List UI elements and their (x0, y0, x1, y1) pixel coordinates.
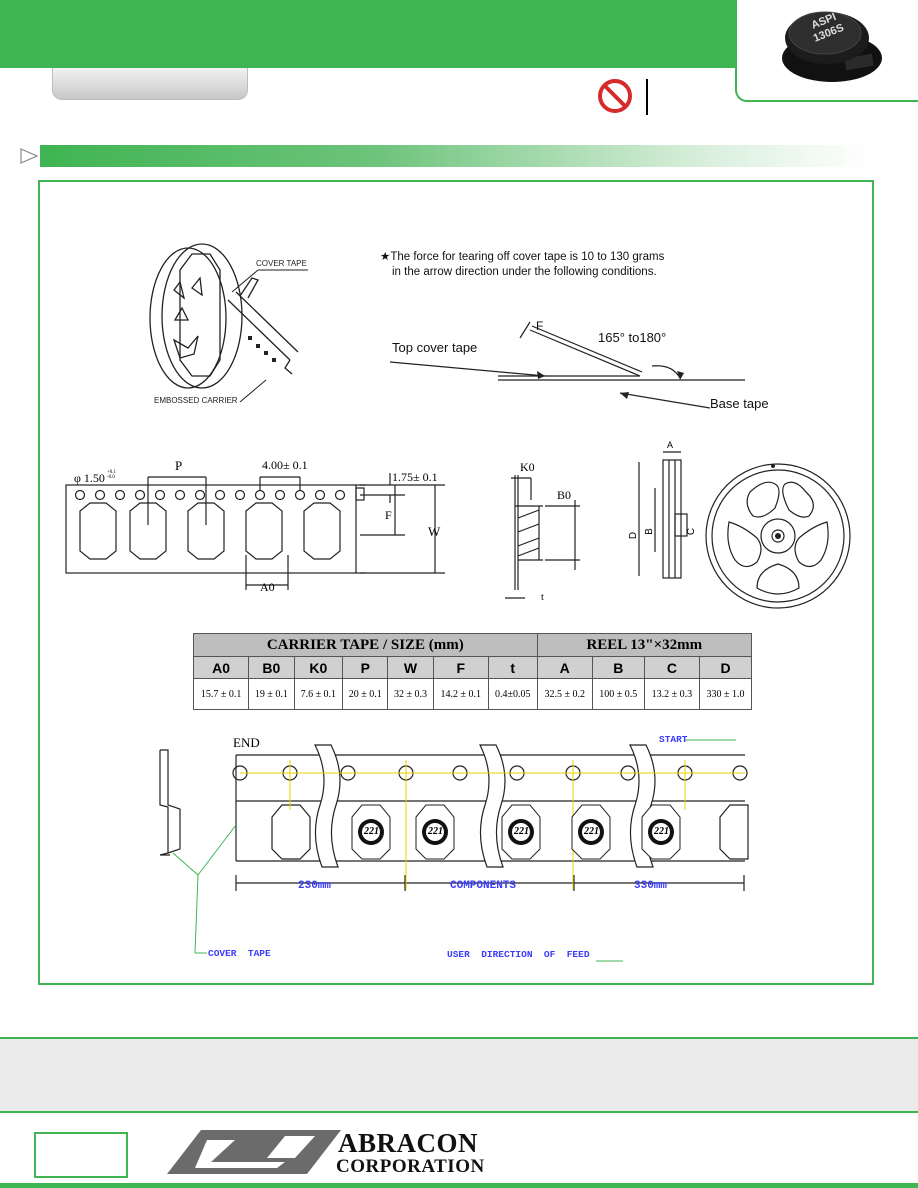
dim-edge: 1.75± 0.1 (392, 470, 438, 484)
table-cell: 7.6 ± 0.1 (293, 678, 344, 710)
reel-sketch (149, 243, 308, 403)
col-header: P (342, 656, 389, 679)
table-cell: 19 ± 0.1 (248, 678, 295, 710)
part-mark: 221 (514, 826, 529, 837)
no-entry-icon (596, 77, 652, 122)
table-cell: 20 ± 0.1 (342, 678, 389, 710)
product-image-panel: ASPI 1306S (735, 0, 918, 102)
footer-line (0, 1183, 918, 1188)
table-cell: 32 ± 0.3 (387, 678, 434, 710)
col-header: C (643, 656, 701, 679)
dim-b: B (643, 528, 655, 535)
dim-b0: B0 (557, 488, 572, 502)
inductor-product-image: ASPI 1306S (782, 11, 882, 82)
tape-profile-diagram (505, 475, 580, 599)
peel-angle-label: 165° to180° (598, 330, 667, 345)
dim-p0: 4.00± 0.1 (262, 458, 308, 472)
table-cell: 13.2 ± 0.3 (643, 678, 701, 710)
spec-table: CARRIER TAPE / SIZE (mm) REEL 13"×32mm A… (192, 633, 753, 710)
col-header: W (387, 656, 434, 679)
feed-left-length: 230mm (298, 880, 332, 892)
star-icon: ★ (380, 251, 391, 263)
feed-diagram (159, 739, 749, 962)
table-cell: 15.7 ± 0.1 (192, 678, 250, 710)
tape-f-label: F (536, 319, 544, 333)
col-header: B (591, 656, 645, 679)
part-mark: 221 (428, 826, 443, 837)
peel-note-line2: in the arrow direction under the followi… (392, 266, 657, 278)
feed-right-length: 330mm (634, 880, 668, 892)
table-cell: 14.2 ± 0.1 (432, 678, 489, 710)
dim-hole-tol-top: +0.1 (106, 470, 117, 475)
part-mark: 221 (654, 826, 669, 837)
dim-f: F (385, 508, 392, 522)
dim-p: P (175, 458, 183, 473)
dim-d: D (628, 531, 640, 540)
grey-tab (52, 68, 248, 100)
page-number-box (34, 1132, 128, 1178)
brand-corporation: CORPORATION (336, 1156, 485, 1177)
part-mark: 221 (364, 826, 379, 837)
col-header: B0 (248, 656, 295, 679)
table-cell: 0.4±0.05 (487, 678, 538, 710)
footer-band (0, 1037, 918, 1113)
dim-t: t (541, 592, 544, 603)
peel-angle-diagram (389, 321, 745, 409)
packaging-frame (38, 180, 874, 985)
reel-group-header: REEL 13"×32mm (536, 633, 753, 657)
feed-direction-label: USER DIRECTION OF FEED (447, 949, 590, 960)
cover-tape-callout: COVER TAPE (256, 259, 307, 268)
peel-note: ★The force for tearing off cover tape is… (380, 250, 664, 280)
section-header-bar (40, 145, 870, 167)
col-header: F (432, 656, 489, 679)
table-cell: 330 ± 1.0 (699, 678, 752, 710)
feed-end-label: END (233, 735, 260, 750)
table-cell: 100 ± 0.5 (591, 678, 645, 710)
feed-cover-tape-label: COVER TAPE (208, 948, 271, 959)
section-arrow-icon (18, 146, 40, 171)
dim-c: C (686, 527, 698, 536)
reel-drawing (638, 451, 851, 609)
col-header: D (699, 656, 752, 679)
brand-name: ABRACON (338, 1128, 479, 1158)
feed-start-label: START (659, 734, 688, 745)
col-header: t (487, 656, 538, 679)
dim-k0: K0 (520, 460, 535, 474)
dim-hole-tol-bot: -0.0 (106, 475, 115, 480)
base-tape-label: Base tape (710, 396, 769, 411)
header-bar (0, 0, 735, 68)
top-cover-tape-label: Top cover tape (392, 340, 478, 355)
table-cell: 32.5 ± 0.2 (536, 678, 593, 710)
dim-hole-value: φ 1.50 (74, 471, 105, 485)
abracon-logo-icon (167, 1130, 341, 1174)
col-header: K0 (293, 656, 344, 679)
dim-a0: A0 (260, 580, 275, 594)
dim-hole: φ 1.50+0.1-0.0 (74, 470, 116, 486)
feed-components-label: COMPONENTS (450, 880, 517, 892)
col-header: A (536, 656, 593, 679)
carrier-tape-diagram (65, 473, 445, 590)
carrier-tape-group-header: CARRIER TAPE / SIZE (mm) (193, 633, 538, 657)
dim-a: A (667, 440, 674, 450)
dim-w: W (428, 524, 441, 539)
col-header: A0 (192, 656, 250, 679)
peel-note-line1: The force for tearing off cover tape is … (390, 251, 665, 263)
part-mark: 221 (584, 826, 599, 837)
embossed-carrier-callout: EMBOSSED CARRIER (154, 396, 238, 405)
